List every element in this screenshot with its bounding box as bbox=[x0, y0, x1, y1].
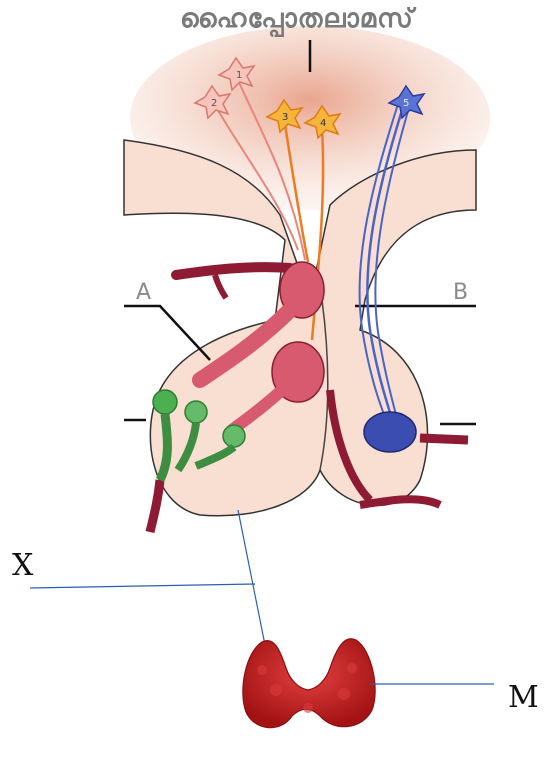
posterior-plexus bbox=[364, 412, 416, 452]
endocrine-cell bbox=[185, 401, 207, 423]
neuron-4-number: 4 bbox=[320, 118, 326, 129]
label-a: A bbox=[136, 280, 151, 305]
inflow-vessel bbox=[420, 438, 468, 440]
neuron-5-number: 5 bbox=[403, 98, 409, 109]
x-pointer-line bbox=[30, 584, 255, 588]
neuron-2-number: 2 bbox=[211, 98, 217, 109]
label-x: X bbox=[12, 548, 33, 583]
endocrine-cell bbox=[153, 390, 177, 414]
neuron-3-number: 3 bbox=[282, 112, 288, 123]
label-b: B bbox=[453, 280, 468, 305]
endocrine-cell bbox=[223, 425, 245, 447]
neuron-1-number: 1 bbox=[236, 70, 242, 81]
diagram-title: ഹൈപ്പോതലാമസ് bbox=[180, 4, 480, 35]
thyroid-gland bbox=[243, 639, 375, 728]
label-m: M bbox=[508, 680, 539, 715]
